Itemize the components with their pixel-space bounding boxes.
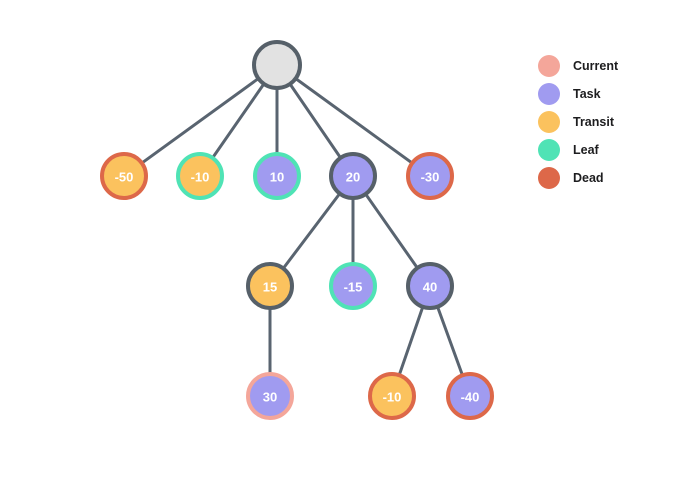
tree-node[interactable]: -50: [100, 152, 148, 200]
legend-item-leaf[interactable]: Leaf: [538, 136, 678, 164]
tree-edge: [275, 63, 432, 178]
tree-node[interactable]: 10: [253, 152, 301, 200]
node-circle[interactable]: [446, 372, 494, 420]
legend-item-task[interactable]: Task: [538, 80, 678, 108]
tree-node[interactable]: -10: [176, 152, 224, 200]
node-circle[interactable]: [329, 152, 377, 200]
legend-swatch-icon: [538, 83, 560, 105]
node-circle[interactable]: [253, 152, 301, 200]
legend-swatch-icon: [538, 111, 560, 133]
legend-swatch-icon: [538, 167, 560, 189]
node-circle[interactable]: [246, 372, 294, 420]
legend-swatch-icon: [538, 55, 560, 77]
node-circle[interactable]: [100, 152, 148, 200]
legend-label: Current: [573, 59, 619, 73]
nodes-layer: -50 -10 10 20 -30 15 -15 40 30 -10 -40: [100, 40, 494, 420]
edges-layer: [122, 63, 472, 398]
tree-node[interactable]: -40: [446, 372, 494, 420]
tree-node[interactable]: 15: [246, 262, 294, 310]
tree-node[interactable]: 40: [406, 262, 454, 310]
node-circle[interactable]: [176, 152, 224, 200]
tree-node[interactable]: [252, 40, 302, 90]
legend-label: Dead: [573, 171, 604, 185]
node-circle[interactable]: [329, 262, 377, 310]
legend-item-current[interactable]: Current: [538, 52, 678, 80]
legend-label: Leaf: [573, 143, 599, 157]
node-circle[interactable]: [368, 372, 416, 420]
tree-node[interactable]: 20: [329, 152, 377, 200]
tree-node[interactable]: 30: [246, 372, 294, 420]
node-circle[interactable]: [252, 40, 302, 90]
tree-node[interactable]: -10: [368, 372, 416, 420]
legend-swatch-icon: [538, 139, 560, 161]
tree-node[interactable]: -15: [329, 262, 377, 310]
node-circle[interactable]: [406, 262, 454, 310]
tree-edge: [122, 63, 279, 178]
legend-label: Task: [573, 87, 601, 101]
node-circle[interactable]: [406, 152, 454, 200]
legend-label: Transit: [573, 115, 614, 129]
legend-item-transit[interactable]: Transit: [538, 108, 678, 136]
tree-node[interactable]: -30: [406, 152, 454, 200]
node-circle[interactable]: [246, 262, 294, 310]
legend-item-dead[interactable]: Dead: [538, 164, 678, 192]
